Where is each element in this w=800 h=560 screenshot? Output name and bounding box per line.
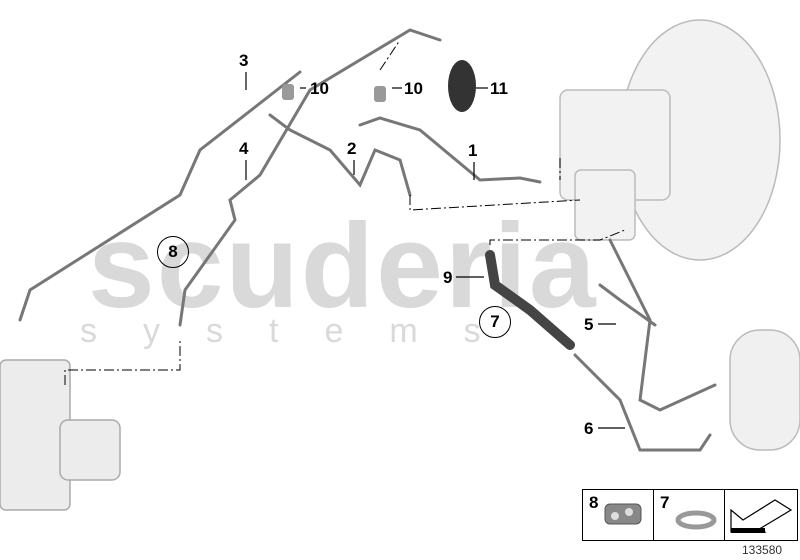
line-2 <box>268 113 412 197</box>
legend-num-8: 8 <box>589 493 599 512</box>
callout-6: 6 <box>584 419 594 438</box>
callout-10a: 10 <box>310 79 329 98</box>
document-id: 133580 <box>742 543 783 557</box>
callout-2: 2 <box>347 139 357 158</box>
abs-unit <box>0 359 121 511</box>
brake-booster <box>559 19 781 261</box>
line-5 <box>608 238 717 412</box>
circled-ref-8: 8 <box>157 236 189 268</box>
clip-icon <box>604 503 642 525</box>
callout-3: 3 <box>239 51 249 70</box>
grommet-11 <box>448 60 476 112</box>
callout-4: 4 <box>239 139 249 158</box>
line-5b <box>598 283 657 327</box>
callout-5: 5 <box>584 315 594 334</box>
callout-10b: 10 <box>404 79 423 98</box>
callout-1: 1 <box>468 141 478 160</box>
arrow-icon <box>730 499 793 533</box>
circled-ref-7: 7 <box>479 306 511 338</box>
hose-9 <box>485 250 575 350</box>
nut-10b <box>374 86 386 102</box>
watermark-sub: systems <box>80 312 527 350</box>
hose-clamp-icon <box>675 510 717 530</box>
parts-legend: 8 7 <box>582 489 798 541</box>
callout-11: 11 <box>490 79 508 98</box>
legend-num-7: 7 <box>660 493 670 512</box>
cylinder-part <box>729 329 800 451</box>
line-3 <box>18 70 302 322</box>
line-4 <box>178 28 442 327</box>
callout-9: 9 <box>443 268 453 287</box>
legend-cell-8: 8 <box>583 490 654 540</box>
line-1 <box>358 116 542 184</box>
legend-cell-7: 7 <box>654 490 725 540</box>
legend-cell-arrow <box>725 490 797 540</box>
nut-10a <box>282 84 294 100</box>
line-6 <box>573 353 712 452</box>
